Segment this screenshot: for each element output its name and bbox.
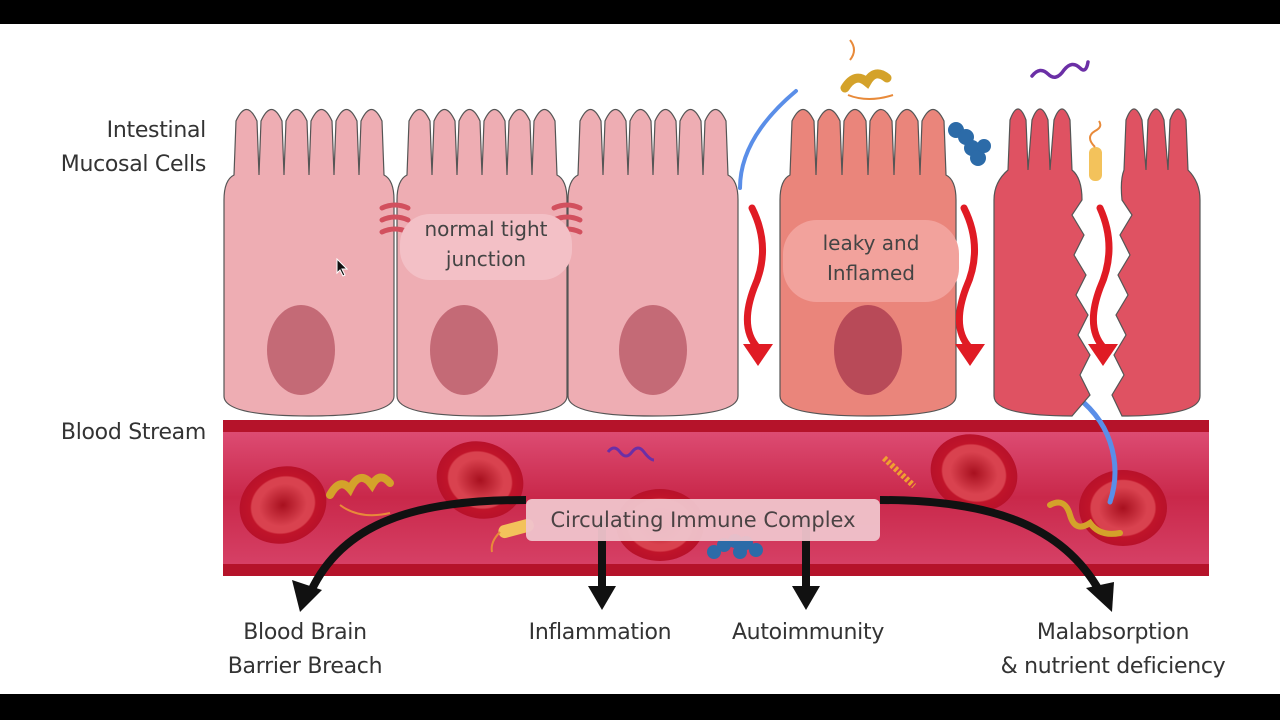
outcome-line: Inflammation	[528, 620, 672, 645]
label-line: leaky and	[822, 231, 920, 255]
protein-particle	[326, 473, 394, 499]
red-blood-cell	[930, 434, 1018, 512]
vessel-wall-bottom	[223, 564, 1209, 576]
outcome-line: Barrier Breach	[227, 654, 383, 679]
flagellate-particle	[738, 89, 798, 190]
outcome-arrowheads	[292, 580, 1114, 612]
leak-arrow	[1089, 204, 1113, 352]
outcome-bbb: Blood Brain Barrier Breach	[200, 616, 410, 684]
outcome-inflammation: Inflammation	[500, 616, 700, 650]
damaged-cell-right	[1111, 108, 1201, 417]
arrow-to-malabsorption	[879, 496, 1104, 594]
leaky-label: leaky and Inflamed	[783, 220, 959, 302]
outcome-line: Autoimmunity	[731, 620, 885, 645]
protein-particle	[840, 69, 892, 93]
normal-junction-label: normal tight junction	[400, 214, 572, 280]
tight-junction	[551, 202, 583, 211]
outcome-autoimmunity: Autoimmunity	[708, 616, 908, 650]
label-line: Intestinal	[106, 118, 207, 143]
flagellate-particle	[1067, 389, 1118, 505]
arrow-to-bbb	[304, 496, 527, 600]
protein-tail	[847, 39, 894, 100]
particles-blood	[326, 389, 1123, 559]
cell-nucleus	[619, 305, 687, 395]
label-line: Inflamed	[827, 261, 915, 285]
leak-arrow	[955, 204, 978, 352]
spirochete-particle	[1030, 60, 1090, 79]
diagram-canvas: Intestinal Mucosal Cells Blood Stream no…	[0, 24, 1280, 694]
cocci-cluster	[948, 122, 991, 166]
outcome-malabsorption: Malabsorption & nutrient deficiency	[980, 616, 1246, 684]
cocci-cluster	[707, 534, 763, 559]
cell-nucleus	[834, 305, 902, 395]
bacillus-particle	[498, 518, 534, 539]
bacillus-tail	[490, 531, 501, 553]
cell-nucleus	[267, 305, 335, 395]
leak-arrows	[743, 204, 1113, 352]
label-line: normal tight	[424, 217, 548, 241]
mouse-cursor-icon	[336, 258, 349, 277]
chain-particle	[881, 455, 917, 489]
tight-junction	[379, 202, 411, 211]
intestinal-cells	[223, 108, 1201, 417]
leak-arrowheads	[743, 344, 1118, 366]
bacillus-tail	[1089, 120, 1102, 148]
diagram-art	[223, 39, 1209, 612]
protein-tail	[339, 504, 391, 517]
damaged-cell-left	[993, 108, 1091, 417]
tight-junction	[379, 214, 411, 223]
protein-particle	[1047, 499, 1123, 537]
red-blood-cell	[239, 466, 327, 544]
label-intestinal-cells: Intestinal Mucosal Cells	[30, 114, 207, 182]
bacillus-particle	[1089, 147, 1102, 181]
outcome-line: & nutrient deficiency	[1000, 654, 1226, 679]
particles-lumen	[738, 39, 1102, 190]
spirochete-particle	[606, 446, 655, 462]
circulating-immune-complex: Circulating Immune Complex	[526, 499, 880, 541]
vessel-wall-top	[223, 420, 1209, 432]
outcome-line: Malabsorption	[1036, 620, 1190, 645]
label-line: junction	[445, 247, 527, 271]
label-blood-stream: Blood Stream	[60, 420, 206, 445]
label-line: Mucosal Cells	[60, 152, 207, 177]
outcome-line: Blood Brain	[243, 620, 367, 645]
leak-arrow	[743, 204, 766, 352]
healthy-cell	[223, 108, 395, 417]
cell-nucleus	[430, 305, 498, 395]
healthy-cell	[567, 108, 739, 417]
red-blood-cell	[1079, 470, 1167, 546]
